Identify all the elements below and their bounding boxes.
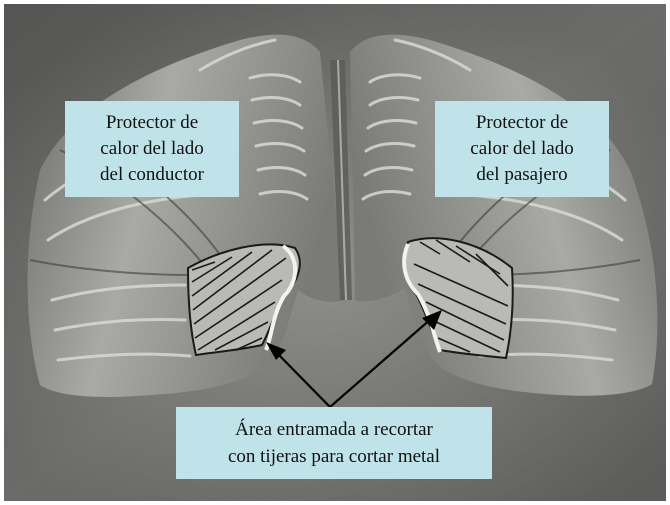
driver-label-line-3: del conductor: [100, 164, 204, 185]
arrow-left-head: [266, 342, 286, 360]
driver-label-line-2: calor del lado: [100, 138, 204, 159]
arrow-right-head: [422, 310, 442, 330]
passenger-side-label: Protector de calor del lado del pasajero: [435, 101, 609, 197]
driver-side-label: Protector de calor del lado del conducto…: [65, 101, 239, 197]
passenger-label-line-2: calor del lado: [470, 138, 574, 159]
pointer-arrows: [266, 310, 442, 408]
arrow-right: [329, 317, 433, 408]
passenger-cut-area-hatching: [402, 237, 514, 360]
passenger-label-line-3: del pasajero: [476, 164, 568, 185]
arrow-left: [275, 351, 331, 408]
driver-label-line-1: Protector de: [105, 112, 199, 133]
cut-area-label: Área entramada a recortar con tijeras pa…: [176, 407, 492, 479]
cut-label-line-1: Área entramada a recortar: [235, 419, 433, 440]
driver-cut-area-hatching: [186, 243, 301, 357]
cut-label-line-2: con tijeras para cortar metal: [227, 446, 441, 467]
passenger-label-line-1: Protector de: [475, 112, 569, 133]
